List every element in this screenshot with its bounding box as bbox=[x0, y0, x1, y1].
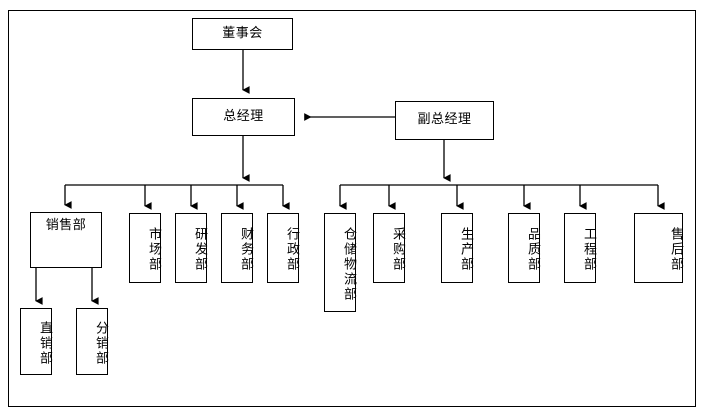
node-admin-department[interactable]: 行政部 bbox=[267, 213, 299, 283]
node-warehouse-logistics-department[interactable]: 仓储物流部 bbox=[324, 213, 356, 312]
node-finance-department[interactable]: 财务部 bbox=[221, 213, 253, 283]
diagram-outer-frame bbox=[8, 10, 696, 407]
node-rnd-department[interactable]: 研发部 bbox=[175, 213, 207, 283]
node-marketing-department[interactable]: 市场部 bbox=[129, 213, 161, 283]
node-purchasing-department[interactable]: 采购部 bbox=[373, 213, 405, 283]
node-board[interactable]: 董事会 bbox=[192, 18, 293, 50]
node-direct-sales-department[interactable]: 直销部 bbox=[20, 308, 52, 375]
node-aftersales-department[interactable]: 售后部 bbox=[634, 213, 683, 283]
node-deputy-general-manager[interactable]: 副总经理 bbox=[395, 101, 494, 140]
node-distribution-department[interactable]: 分销部 bbox=[76, 308, 108, 375]
node-quality-department[interactable]: 品质部 bbox=[508, 213, 540, 283]
node-sales-department[interactable]: 销售部 bbox=[30, 212, 102, 268]
node-general-manager[interactable]: 总经理 bbox=[192, 98, 295, 136]
node-production-department[interactable]: 生产部 bbox=[441, 213, 473, 283]
node-engineering-department[interactable]: 工程部 bbox=[564, 213, 596, 283]
